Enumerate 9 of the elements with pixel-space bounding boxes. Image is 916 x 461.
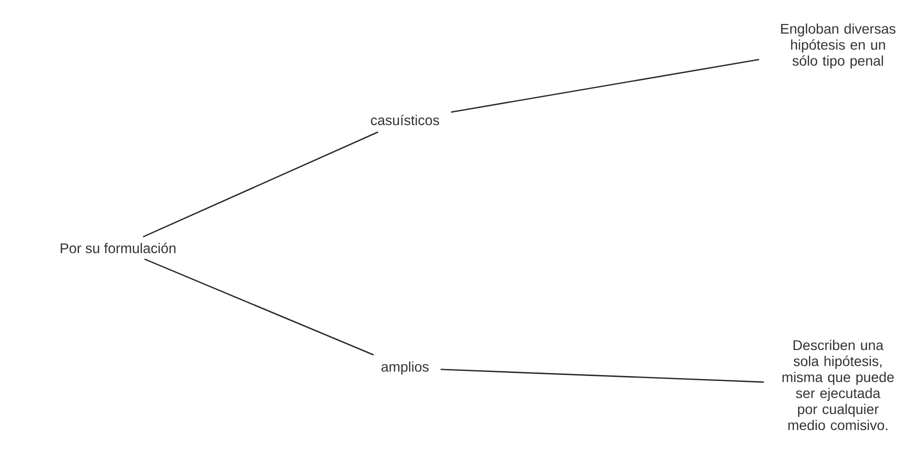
label-text: Engloban diversas hipótesis en un sólo tipo penal: [781, 23, 896, 69]
connector-line: [142, 131, 378, 238]
label-text: amplios: [381, 361, 429, 375]
label-text: Describen una sola hipótesis, misma que puede ser ejecutada por cualquier medio comisivo.: [782, 340, 894, 430]
label-text: casuísticos: [370, 114, 440, 126]
connector-line: [144, 258, 374, 356]
connector-line: [440, 368, 764, 383]
connector-line: [450, 58, 760, 113]
label-text: Por su formulación: [60, 242, 176, 254]
